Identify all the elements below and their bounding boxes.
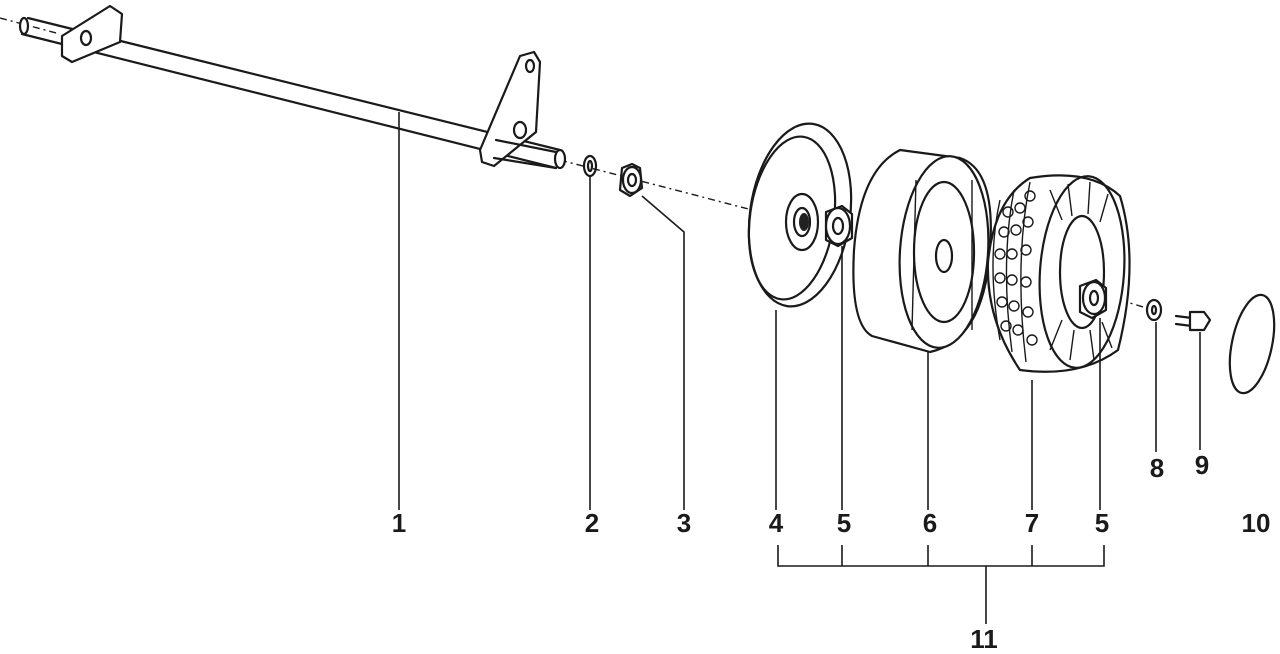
callout-2: 2 bbox=[584, 508, 600, 538]
assembly-bracket bbox=[777, 545, 1105, 624]
tire bbox=[986, 174, 1131, 373]
callout-8: 8 bbox=[1149, 453, 1165, 483]
callout-3: 3 bbox=[676, 508, 692, 538]
hub-cap bbox=[1228, 293, 1276, 395]
callout-7: 7 bbox=[1024, 508, 1040, 538]
callout-1: 1 bbox=[391, 508, 407, 538]
leader-lines bbox=[398, 112, 1201, 624]
callout-4: 4 bbox=[768, 508, 784, 538]
callout-6: 6 bbox=[922, 508, 938, 538]
callout-11: 11 bbox=[970, 624, 998, 654]
hub-cover-disc bbox=[747, 122, 853, 308]
bushing bbox=[618, 162, 644, 198]
leader-3 bbox=[641, 195, 685, 510]
bolt bbox=[1174, 310, 1212, 332]
washer bbox=[1145, 298, 1163, 322]
retaining-clip bbox=[582, 154, 598, 178]
axle-shaft bbox=[18, 4, 567, 170]
callout-9: 9 bbox=[1194, 450, 1210, 480]
callout-10: 10 bbox=[1241, 508, 1271, 538]
bearing-left bbox=[824, 204, 854, 248]
bearing-right bbox=[1078, 278, 1108, 320]
callout-5-left: 5 bbox=[836, 508, 852, 538]
callout-5-right: 5 bbox=[1094, 508, 1110, 538]
wheel-rim bbox=[852, 148, 992, 354]
